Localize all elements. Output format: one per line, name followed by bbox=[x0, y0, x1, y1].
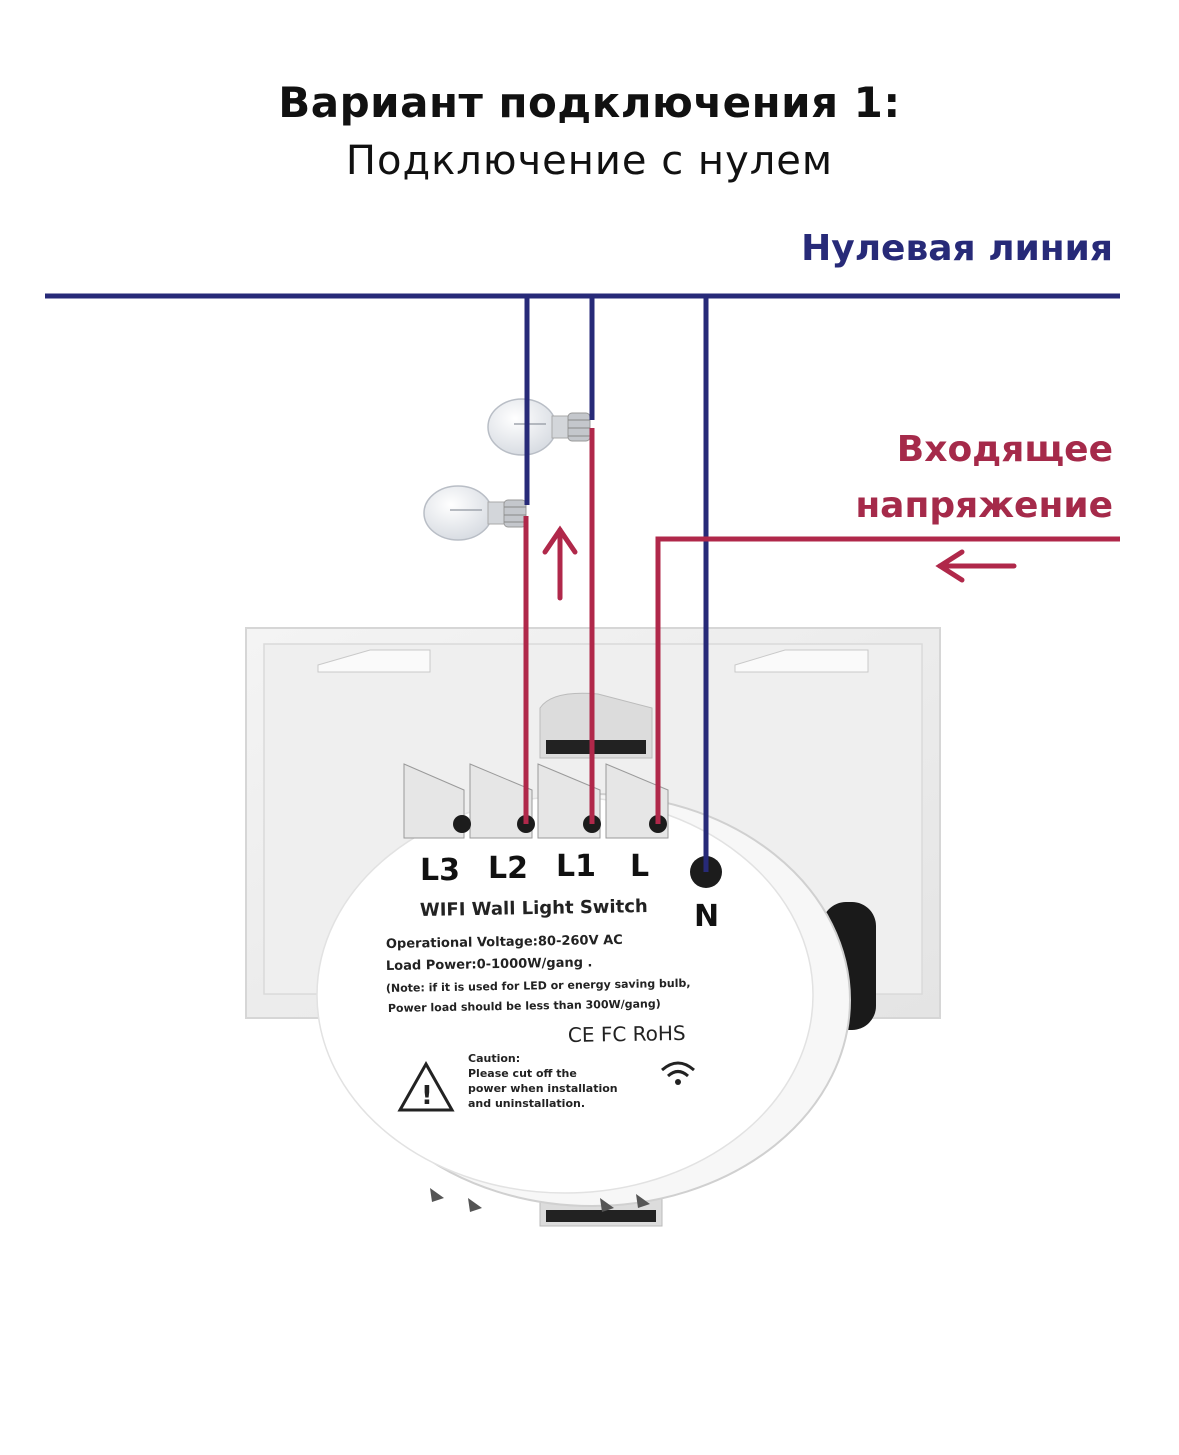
incoming-voltage-label: Входящее напряжение bbox=[855, 422, 1113, 534]
incoming-label-line2: напряжение bbox=[855, 485, 1113, 526]
light-bulb-icon-upper bbox=[487, 398, 591, 456]
left-arrow-icon bbox=[935, 549, 1017, 583]
up-arrow-icon bbox=[542, 525, 578, 601]
caution-line-2: power when installation bbox=[468, 1082, 618, 1095]
device-note-1: (Note: if it is used for LED or energy s… bbox=[386, 977, 691, 995]
device-certifications: CE FC RoHS bbox=[568, 1021, 686, 1047]
svg-text:!: ! bbox=[421, 1081, 433, 1111]
terminal-label-l: L bbox=[630, 849, 649, 884]
device-load: Load Power:0-1000W/gang . bbox=[386, 955, 593, 974]
device-name: WIFI Wall Light Switch bbox=[420, 896, 648, 921]
switch-module bbox=[316, 793, 851, 1212]
caution-line-1: Please cut off the bbox=[468, 1067, 577, 1080]
caution-line-3: and uninstallation. bbox=[468, 1097, 585, 1110]
neutral-wires bbox=[45, 293, 1120, 872]
live-wires bbox=[523, 428, 1120, 824]
terminal-label-l3: L3 bbox=[420, 853, 460, 888]
caution-block: ! Caution: Please cut off the power when… bbox=[397, 1052, 618, 1112]
device-voltage: Operational Voltage:80-260V AC bbox=[386, 933, 623, 952]
diagram-title: Вариант подключения 1: bbox=[278, 78, 901, 127]
incoming-label-line1: Входящее bbox=[896, 429, 1113, 470]
caution-title: Caution: bbox=[468, 1052, 520, 1065]
terminal-screw-l3 bbox=[453, 815, 471, 833]
terminal-label-n: N bbox=[694, 899, 719, 934]
neutral-line-label: Нулевая линия bbox=[801, 228, 1113, 269]
wifi-icon bbox=[661, 1061, 695, 1085]
terminal-label-l1: L1 bbox=[556, 849, 596, 884]
live-wire-incoming bbox=[655, 536, 1120, 824]
diagram-subtitle: Подключение с нулем bbox=[345, 138, 834, 184]
terminal-label-l2: L2 bbox=[488, 851, 528, 886]
device-note-2: Power load should be less than 300W/gang… bbox=[388, 997, 661, 1015]
light-bulb-icon-lower bbox=[423, 485, 527, 541]
warning-icon bbox=[397, 1060, 455, 1112]
